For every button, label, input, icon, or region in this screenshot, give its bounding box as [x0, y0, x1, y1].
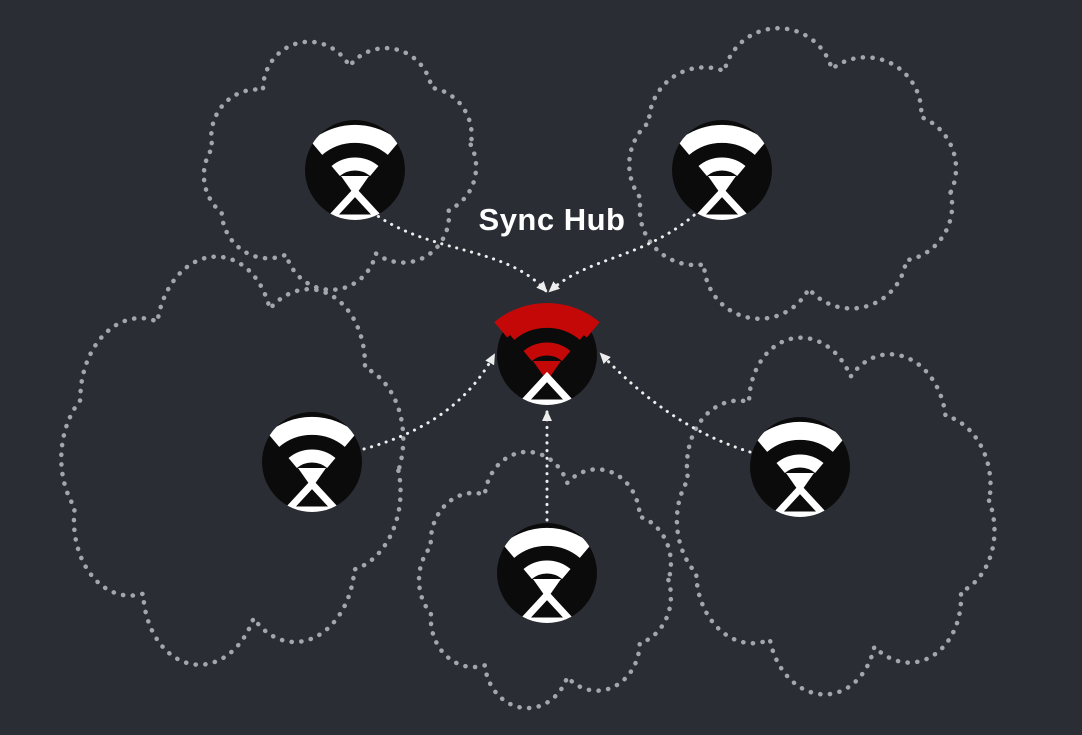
peer-node-top-right [672, 120, 772, 220]
cloud-outline-top-right [614, 14, 969, 338]
peer-node-mid-right [750, 417, 850, 517]
sync-arrows [362, 208, 752, 522]
arrow-top-left-to-hub [370, 210, 548, 293]
hub-red-wifi-arc-icon [494, 303, 600, 338]
sync-hub-label: Sync Hub [478, 202, 626, 237]
sync-hub-node [497, 305, 597, 405]
cloud-outline-mid-right [662, 322, 1008, 706]
arrow-mid-left-to-hub [362, 353, 496, 451]
arrow-top-right-to-hub [548, 208, 702, 293]
peer-node-mid-left [262, 412, 362, 512]
peer-node-bottom [497, 523, 597, 623]
peer-node-top-left [305, 120, 405, 220]
arrow-mid-right-to-hub [599, 352, 752, 454]
